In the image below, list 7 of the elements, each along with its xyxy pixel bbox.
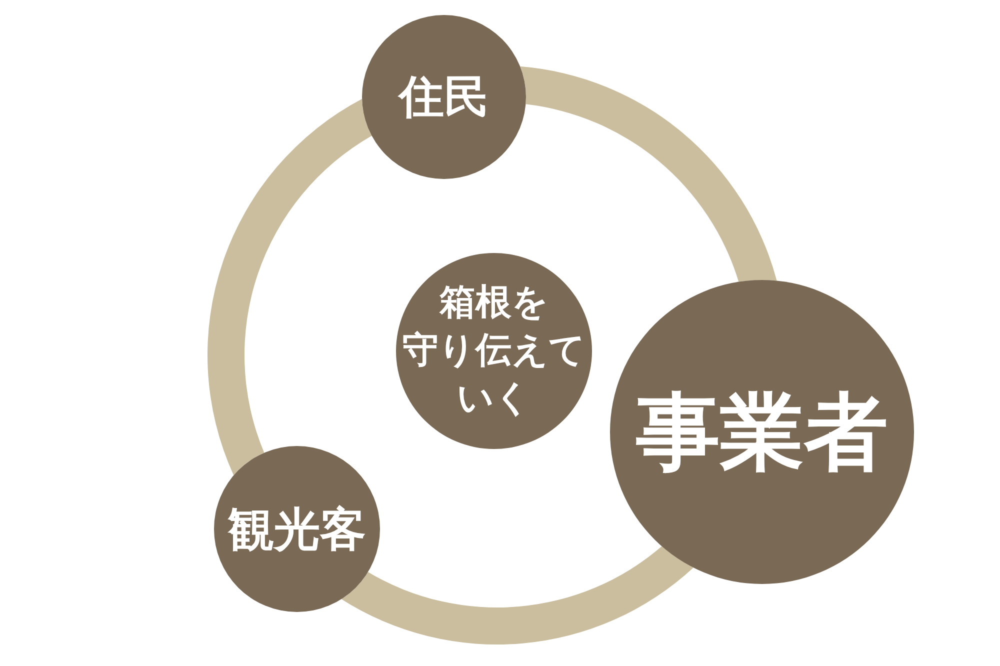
ring-arc [520, 66, 777, 282]
ring-arc [208, 98, 372, 476]
node-label: 住民 [399, 72, 489, 122]
node-label: 事業者 [636, 386, 888, 478]
node-label: 箱根を守り伝えていく [402, 281, 586, 421]
node-label: 観光客 [228, 504, 366, 554]
ring-arc [341, 546, 694, 644]
